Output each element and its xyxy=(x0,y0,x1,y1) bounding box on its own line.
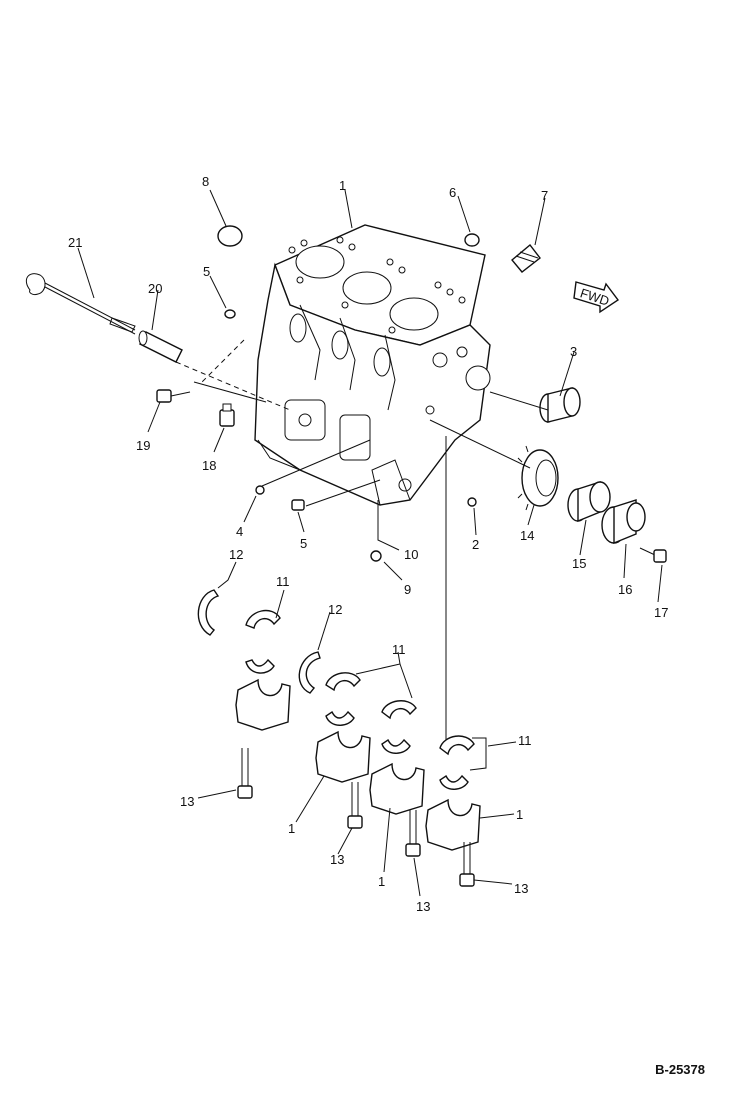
callout-3: 3 xyxy=(570,344,577,359)
callout-17: 17 xyxy=(654,605,668,620)
callout-12: 12 xyxy=(328,602,342,617)
callout-12: 12 xyxy=(229,547,243,562)
plug-18 xyxy=(219,403,235,427)
plug-8 xyxy=(217,225,243,247)
callout-13: 13 xyxy=(180,794,194,809)
plug-2 xyxy=(467,497,477,507)
callout-9: 9 xyxy=(404,582,411,597)
dipstick-guide xyxy=(138,330,183,363)
callout-1: 1 xyxy=(288,821,295,836)
callout-20: 20 xyxy=(148,281,162,296)
callout-4: 4 xyxy=(236,524,243,539)
callout-13: 13 xyxy=(514,881,528,896)
callout-11: 11 xyxy=(518,733,532,748)
callout-labels: 1 6 7 8 21 20 5 3 19 18 4 5 10 9 2 14 15… xyxy=(68,174,668,914)
callout-13: 13 xyxy=(416,899,430,914)
callout-8: 8 xyxy=(202,174,209,189)
thrust-16 xyxy=(601,499,646,545)
bushing-15 xyxy=(567,481,611,523)
callout-15: 15 xyxy=(572,556,586,571)
plug-5-lower xyxy=(291,499,305,511)
callout-18: 18 xyxy=(202,458,216,473)
fwd-arrow xyxy=(573,281,620,314)
reference-code: B-25378 xyxy=(655,1062,705,1077)
thrust-washer-12b xyxy=(298,651,321,694)
bolts-13 xyxy=(237,748,475,887)
plug-4 xyxy=(255,485,265,495)
callout-19: 19 xyxy=(136,438,150,453)
callout-6: 6 xyxy=(449,185,456,200)
bearing-shells xyxy=(245,609,487,790)
leader-lines xyxy=(77,189,663,897)
callout-5: 5 xyxy=(300,536,307,551)
callout-11: 11 xyxy=(392,642,406,657)
plug-6 xyxy=(464,233,480,247)
callout-7: 7 xyxy=(541,188,548,203)
cylinder-block xyxy=(254,224,491,506)
gear-14 xyxy=(517,445,559,511)
callout-1: 1 xyxy=(339,178,346,193)
bearing-caps xyxy=(235,678,481,851)
thrust-washer-12a xyxy=(197,589,220,636)
callout-11: 11 xyxy=(276,574,290,589)
callout-14: 14 xyxy=(520,528,534,543)
plug-9 xyxy=(370,550,382,562)
callout-1: 1 xyxy=(378,874,385,889)
bolt-17 xyxy=(639,547,667,563)
callout-1: 1 xyxy=(516,807,523,822)
callout-13: 13 xyxy=(330,852,344,867)
bolt-19 xyxy=(156,389,191,403)
breather-7 xyxy=(511,243,541,273)
callout-10: 10 xyxy=(404,547,418,562)
plug-5-upper xyxy=(224,309,236,319)
callout-21: 21 xyxy=(68,235,82,250)
callout-2: 2 xyxy=(472,537,479,552)
dipstick xyxy=(25,273,136,335)
bushing-3 xyxy=(539,387,581,423)
callout-5: 5 xyxy=(203,264,210,279)
callout-16: 16 xyxy=(618,582,632,597)
